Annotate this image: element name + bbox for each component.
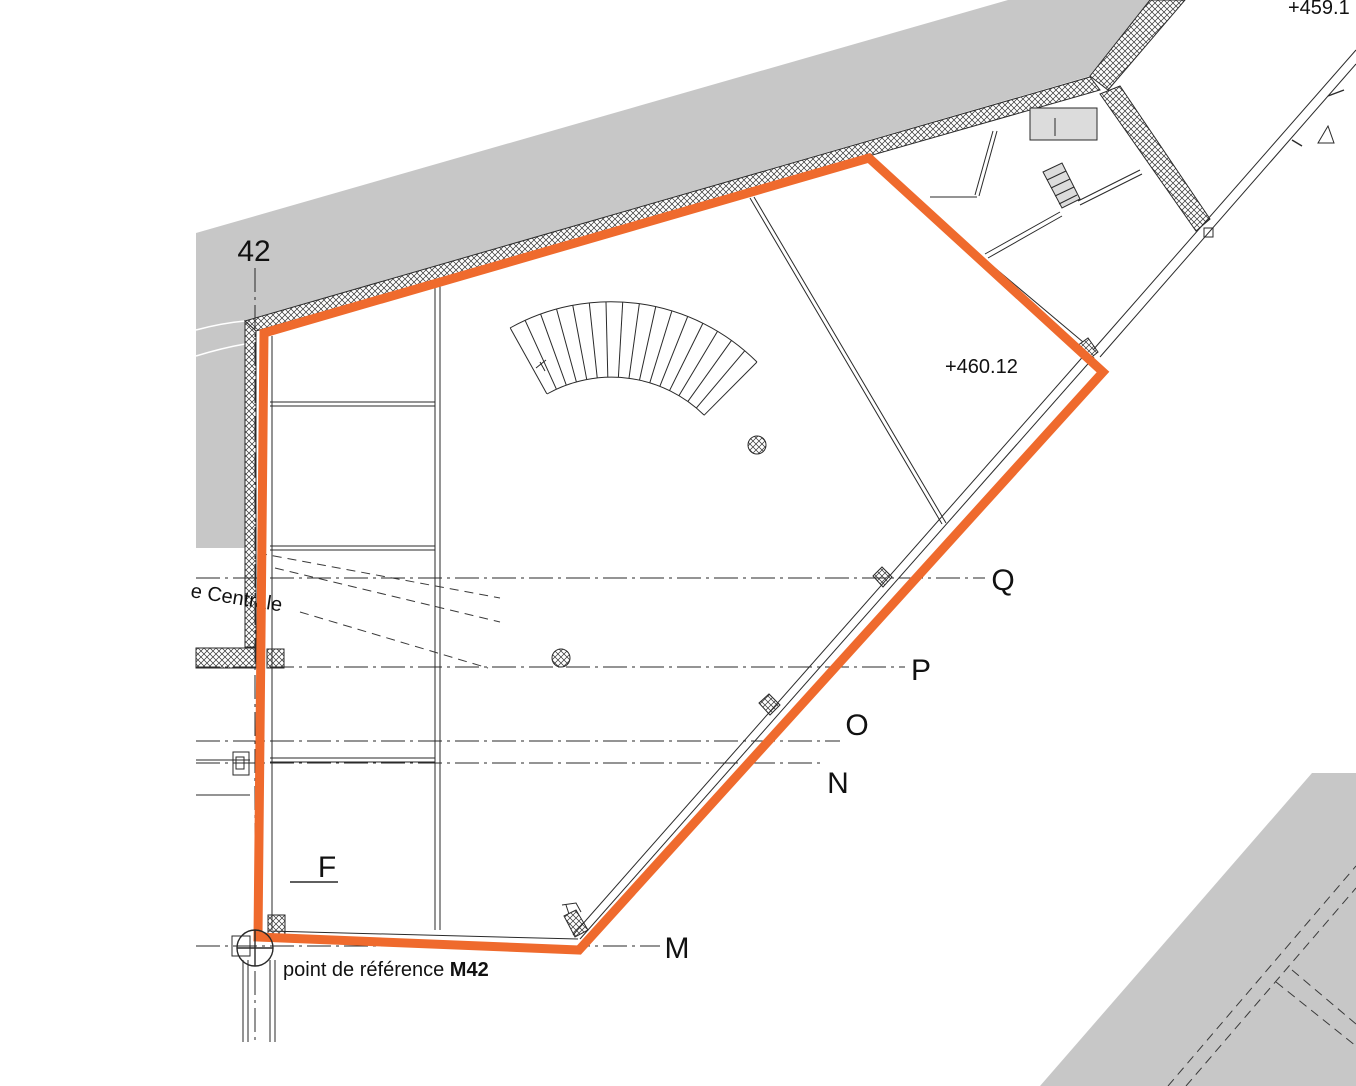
stair-step	[524, 320, 557, 390]
axis-grid	[196, 268, 985, 1040]
room-label-f: F	[318, 851, 336, 884]
exterior-gray-top	[196, 0, 1150, 548]
stair-step	[687, 340, 732, 402]
site-perimeter-outline	[253, 152, 1110, 955]
stair-inner-arc	[546, 376, 705, 416]
reference-point-prefix: point de référence	[283, 959, 450, 981]
exterior-gray-bottom-right	[1040, 773, 1356, 1086]
left-wall	[244, 319, 257, 648]
stair-step	[703, 361, 758, 416]
reference-point-label: point de référence M42	[283, 959, 489, 981]
column-bottom	[563, 909, 589, 938]
axis-label-q: Q	[991, 564, 1014, 597]
column-left	[266, 648, 285, 669]
stair-step	[540, 314, 567, 386]
stair-step	[628, 303, 640, 379]
stair-step	[649, 310, 673, 383]
upper-right-rooms	[930, 107, 1143, 259]
elevation-label-top: +459.1	[1288, 0, 1350, 19]
axis-label-p: P	[911, 654, 931, 687]
stair-step	[509, 327, 548, 394]
round-column-lower	[551, 648, 571, 668]
stair-step	[669, 323, 704, 391]
reference-point-code: M42	[450, 959, 489, 981]
stair-step	[617, 302, 624, 378]
stair-step	[659, 316, 689, 387]
street-name: e Centrale	[189, 580, 284, 616]
facade-window-lines	[572, 49, 1356, 940]
right-wall	[1099, 85, 1211, 232]
curved-stair	[509, 301, 758, 416]
utility-box	[1029, 107, 1098, 141]
axis-label-o: O	[845, 709, 868, 742]
stair-steps	[509, 302, 758, 416]
triangle-marker	[1317, 124, 1335, 144]
stair-step	[605, 302, 609, 378]
column-o	[758, 693, 781, 716]
stair-step	[588, 303, 598, 378]
axis-label-m: M	[665, 932, 690, 965]
exterior-curve-2	[195, 343, 246, 357]
column-bottom-outline	[561, 902, 582, 915]
exterior-curve	[195, 320, 246, 331]
stair-step	[572, 305, 588, 380]
stair-arrow	[535, 359, 547, 372]
axis-label-42: 42	[237, 235, 270, 268]
left-wall-stub	[195, 647, 257, 669]
stair-step	[695, 350, 745, 409]
stair-outer-arc	[509, 301, 758, 363]
axis-label-n: N	[827, 767, 849, 800]
stair-step	[678, 331, 718, 397]
small-stair	[1042, 162, 1081, 209]
reference-point-marker	[231, 929, 274, 967]
column-bottom-left	[267, 914, 286, 936]
round-column-upper	[747, 435, 767, 455]
top-right-wall	[1089, 0, 1186, 91]
stair-step	[556, 309, 577, 382]
street-dashed-lines	[257, 552, 501, 669]
bottom-right-dashed-lines	[1167, 865, 1356, 1086]
stair-step	[639, 306, 657, 381]
elevation-label-main: +460.12	[945, 356, 1018, 378]
column-q	[872, 566, 893, 588]
